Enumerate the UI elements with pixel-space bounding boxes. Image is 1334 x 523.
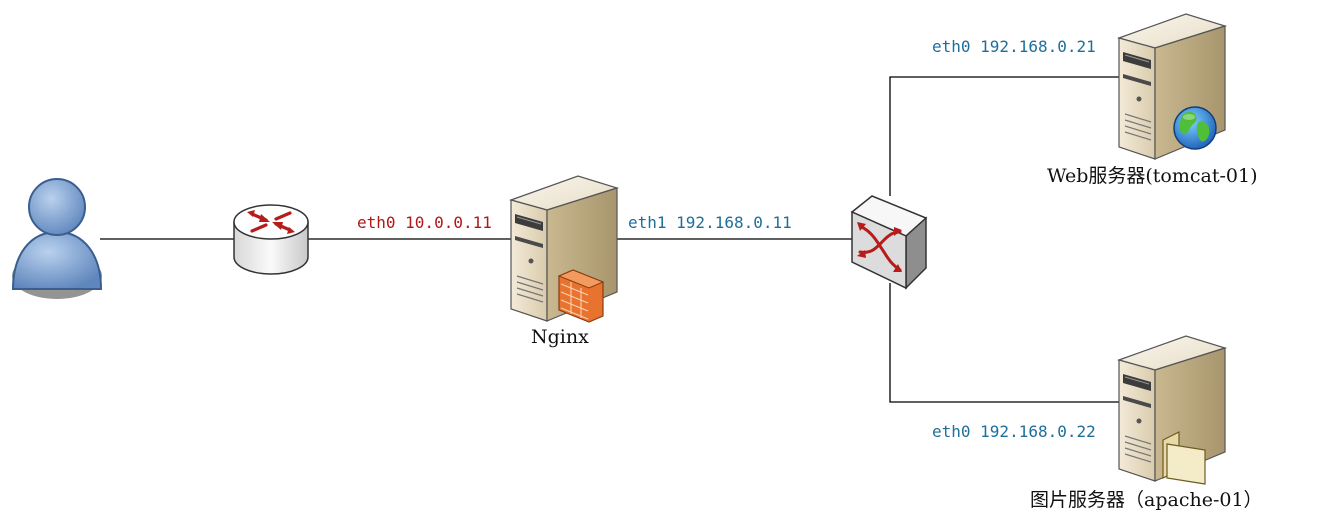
apache-eth0-label: eth0 192.168.0.22 <box>932 422 1096 441</box>
firewall-icon <box>557 269 605 323</box>
router-icon <box>233 204 309 275</box>
apache-name-label: 图片服务器（apache-01） <box>1030 489 1263 511</box>
switch-icon <box>850 195 928 290</box>
nginx-name-label: Nginx <box>531 326 589 348</box>
folder-icon <box>1162 431 1206 485</box>
nginx-eth1-label: eth1 192.168.0.11 <box>628 213 792 232</box>
server-firewall-icon <box>509 175 620 323</box>
connection-lines <box>100 76 1120 403</box>
tomcat-name-label: Web服务器(tomcat-01) <box>1047 165 1258 187</box>
user-icon <box>11 178 103 299</box>
server-folder-icon <box>1117 335 1228 485</box>
tomcat-eth0-label: eth0 192.168.0.21 <box>932 37 1096 56</box>
link-switch-apache <box>889 283 1120 403</box>
nginx-eth0-label: eth0 10.0.0.11 <box>357 213 492 232</box>
server-globe-icon <box>1117 13 1228 160</box>
globe-icon <box>1173 106 1217 150</box>
link-switch-tomcat <box>889 76 1120 196</box>
